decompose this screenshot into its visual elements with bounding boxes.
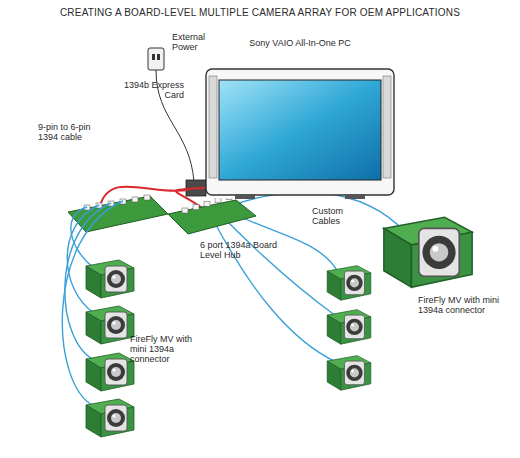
hub-port — [215, 198, 221, 203]
camera — [86, 260, 134, 298]
hub-port — [226, 198, 232, 199]
camera — [327, 310, 371, 345]
camera — [327, 266, 371, 301]
hub-board: 6 port 1394a Board Level Hub — [166, 198, 258, 236]
camera — [384, 217, 472, 287]
hub-board-shape — [166, 198, 258, 236]
outlet-slot — [157, 54, 160, 60]
monitor-screen — [219, 80, 381, 180]
callout-label: External Power — [172, 32, 216, 52]
node-label: 6 port 1394a Board Level Hub — [200, 240, 296, 260]
callout-label: Custom Cables — [312, 206, 358, 226]
outlet-slot — [152, 54, 155, 60]
hub-port — [182, 208, 188, 213]
hub-board-shape — [168, 200, 256, 234]
callout-label: 9-pin to 6-pin 1394 cable — [38, 122, 106, 142]
monitor-speaker — [209, 76, 217, 178]
callout-label: FireFly MV with mini 1394a connector — [130, 334, 202, 364]
camera — [327, 356, 371, 391]
camera — [86, 399, 134, 437]
callout-label: FireFly MV with mini 1394a connector — [418, 295, 502, 315]
pc-monitor: Sony VAIO All-In-One PC — [205, 68, 395, 200]
monitor-frame — [206, 69, 394, 195]
power-outlet — [148, 48, 164, 70]
camera — [86, 306, 134, 344]
callout-label: 1394b Express Card — [116, 80, 184, 100]
monitor-foot — [235, 194, 255, 199]
camera — [86, 353, 134, 391]
monitor-foot — [345, 194, 365, 199]
firewire-cable — [176, 188, 205, 210]
monitor-speaker — [383, 76, 391, 178]
hub-port — [204, 201, 210, 206]
pc-monitor-shape — [205, 68, 395, 200]
diagram-title: CREATING A BOARD-LEVEL MULTIPLE CAMERA A… — [0, 8, 520, 18]
node-label: Sony VAIO All-In-One PC — [245, 38, 355, 48]
hub-port — [193, 205, 199, 210]
